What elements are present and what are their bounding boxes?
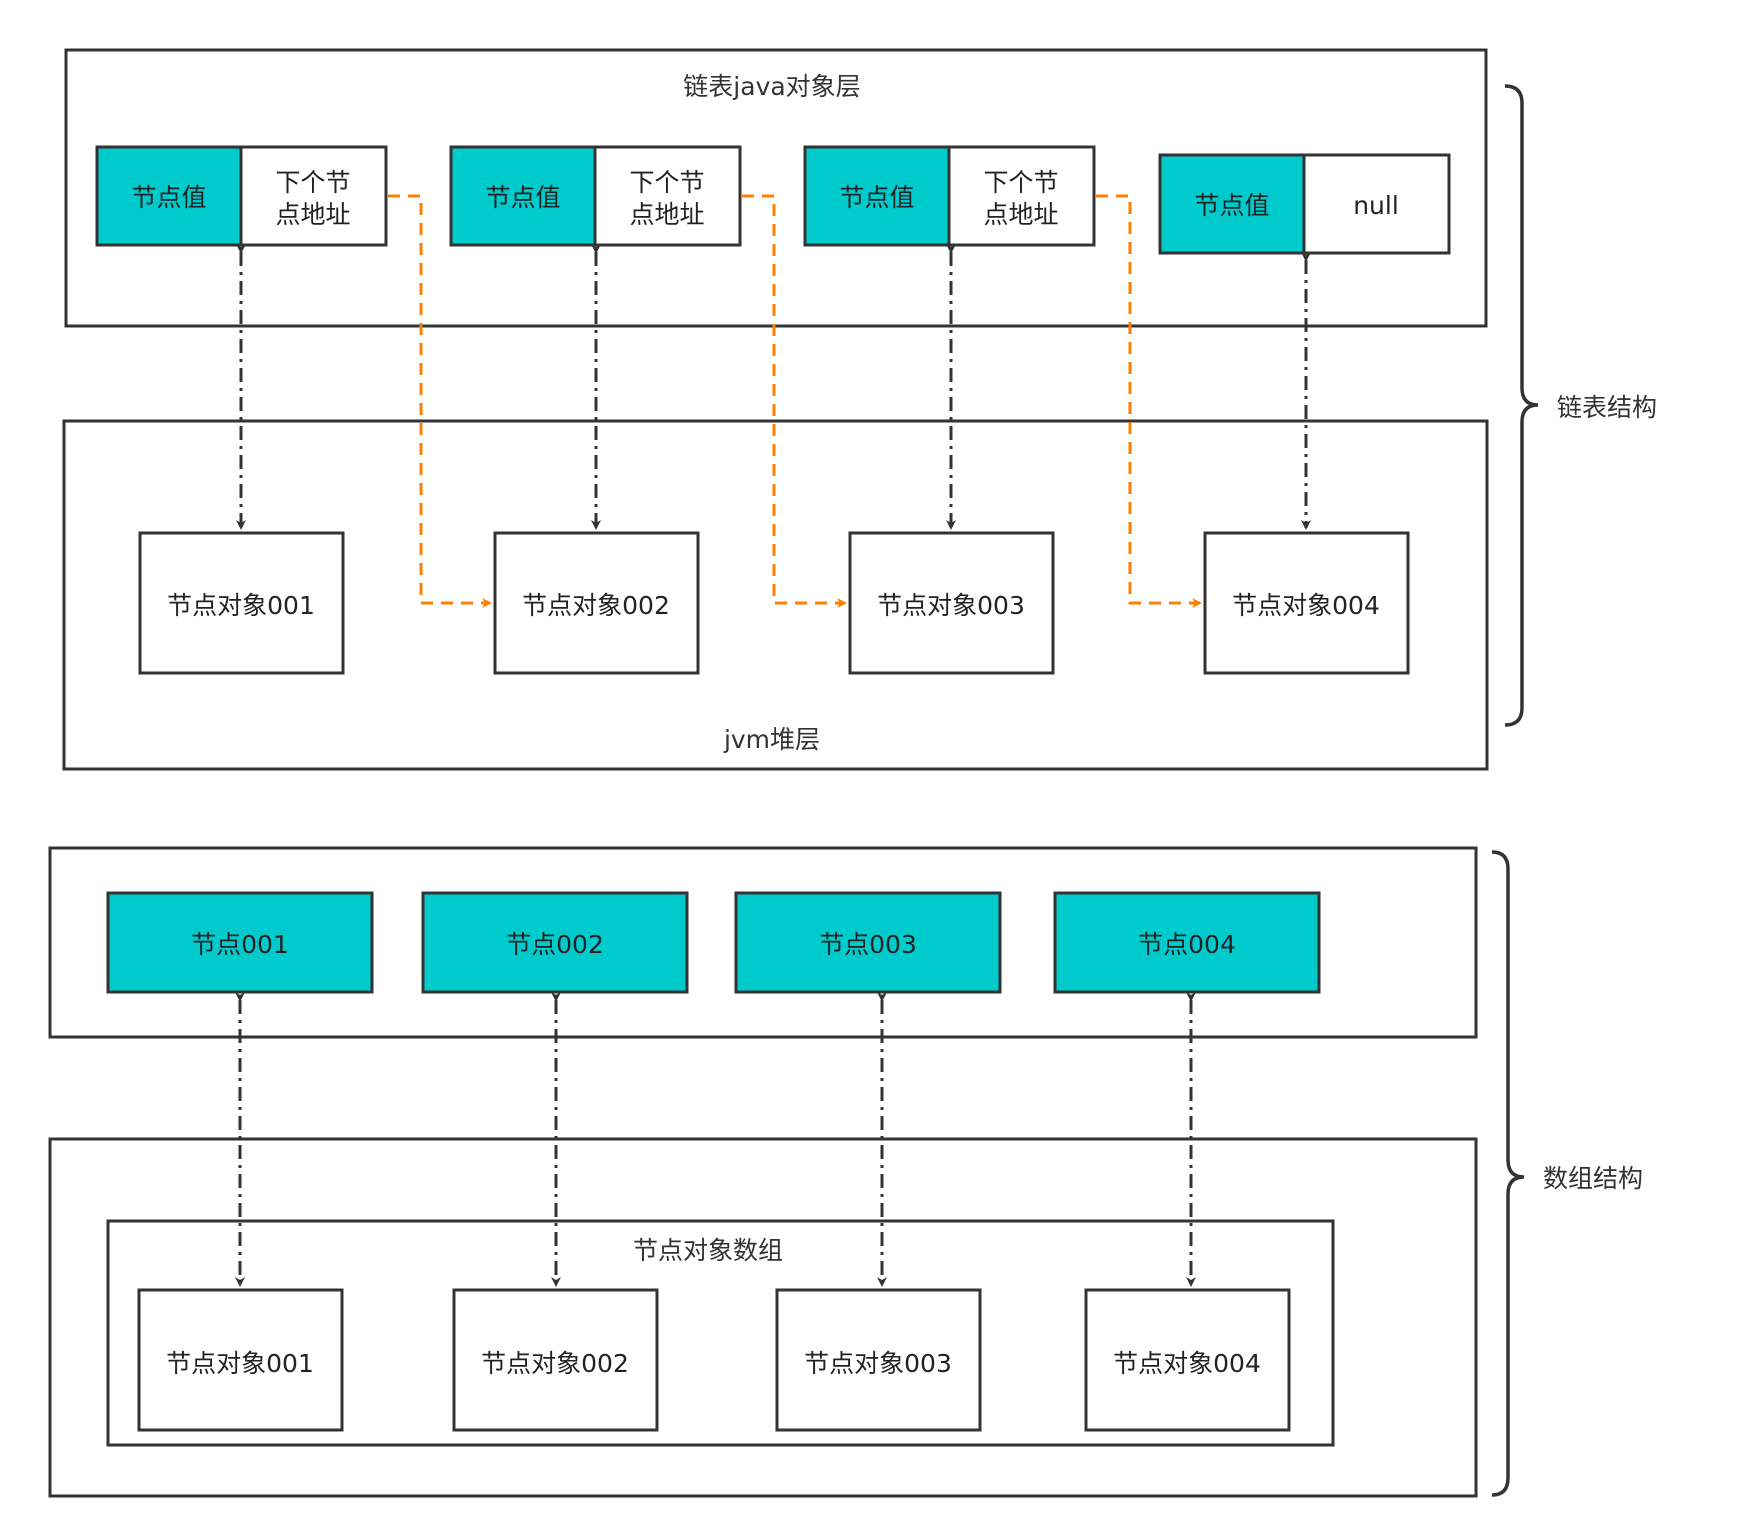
node-value-cell [1158,153,1306,255]
next-pointer-arrow-1 [388,194,492,608]
heap-object-label: 节点对象002 [481,1349,629,1378]
array-node-1: 节点001 [106,891,374,994]
array-node-label: 节点003 [819,930,917,959]
java-object-layer-title: 链表java对象层 [683,72,860,101]
linked-list-section: 链表java对象层 jvm堆层 节点值 下个节 点地址 节点值 下个节 点地址 … [62,48,1657,771]
node-value-label: 节点值 [1194,191,1269,220]
node-next-label-line1: 下个节 [275,168,350,197]
node-next-label-line2: 点地址 [629,200,704,229]
heap-object-label: 节点对象004 [1232,591,1380,620]
array-node-layer [48,846,1478,1039]
list-node-4: 节点值 null [1158,153,1451,255]
jvm-heap-layer [62,419,1489,771]
jvm-heap-layer-title: jvm堆层 [723,725,820,754]
node-next-cell [593,145,742,247]
array-node-label: 节点002 [506,930,604,959]
list-node-2: 节点值 下个节 点地址 [449,145,742,247]
node-next-label-line2: 点地址 [275,200,350,229]
array-node-2: 节点002 [421,891,689,994]
list-node-1: 节点值 下个节 点地址 [95,145,388,247]
node-value-cell [449,145,597,247]
array-section: 节点对象数组 节点001 节点002 节点003 节点004 节点对象001 节… [48,846,1643,1498]
node-next-label-line2: 点地址 [983,200,1058,229]
java-object-layer [64,48,1488,328]
next-pointer-arrow-3 [1096,194,1202,608]
array-node-3: 节点003 [734,891,1002,994]
node-next-cell [239,145,388,247]
heap-object-label: 节点对象003 [877,591,1025,620]
reference-arrows [236,244,1311,530]
heap-object-label: 节点对象002 [522,591,670,620]
array-heap-object-3: 节点对象003 [775,1288,982,1432]
next-pointer-arrow-2 [742,194,847,608]
node-next-label-line1: 下个节 [983,168,1058,197]
list-node-3: 节点值 下个节 点地址 [803,145,1096,247]
linked-list-brace-label: 链表结构 [1557,393,1657,422]
node-next-label-line1: 下个节 [629,168,704,197]
heap-object-array [106,1219,1335,1447]
array-brace-label: 数组结构 [1543,1164,1643,1193]
node-next-cell [1302,153,1451,255]
linked-list-brace [1504,84,1539,727]
node-next-cell [947,145,1096,247]
node-value-label: 节点值 [485,183,560,212]
heap-object-label: 节点对象001 [166,1349,314,1378]
heap-object-label: 节点对象004 [1113,1349,1261,1378]
array-heap-object-1: 节点对象001 [137,1288,344,1432]
node-value-cell [803,145,951,247]
heap-object-1: 节点对象001 [138,531,345,675]
array-node-label: 节点004 [1138,930,1236,959]
node-value-label: 节点值 [131,183,206,212]
array-node-label: 节点001 [191,930,289,959]
heap-object-2: 节点对象002 [493,531,700,675]
array-brace [1491,850,1525,1497]
heap-object-array-title: 节点对象数组 [633,1236,783,1265]
node-value-label: 节点值 [839,183,914,212]
array-heap-layer [48,1137,1478,1498]
array-heap-object-2: 节点对象002 [452,1288,659,1432]
heap-object-3: 节点对象003 [848,531,1055,675]
heap-object-label: 节点对象001 [167,591,315,620]
heap-object-label: 节点对象003 [804,1349,952,1378]
array-heap-object-4: 节点对象004 [1084,1288,1291,1432]
heap-object-4: 节点对象004 [1203,531,1410,675]
array-node-4: 节点004 [1053,891,1321,994]
array-reference-arrows [235,992,1196,1287]
node-null-label: null [1353,191,1399,220]
